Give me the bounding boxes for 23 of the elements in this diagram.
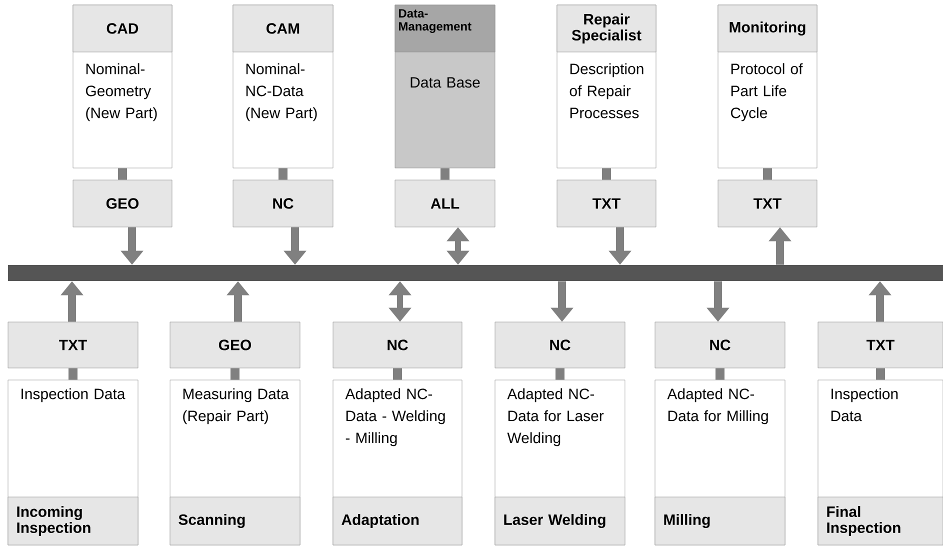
format-box: NC — [332, 322, 462, 368]
format-box: NC — [494, 322, 626, 368]
module-box: Repair Specialist Description of Repair Processes — [556, 4, 656, 168]
format-box: NC — [654, 322, 786, 368]
data-bus-bar — [8, 265, 943, 281]
format-box: TXT — [818, 322, 943, 368]
format-box: TXT — [556, 180, 656, 228]
format-box: GEO — [72, 180, 172, 228]
module-box: Inspection Data Final Inspection — [818, 380, 943, 546]
module-box: Data-Management Data Base — [394, 4, 496, 168]
module-box: Inspection Data Incoming Inspection — [8, 380, 138, 546]
format-box: TXT — [718, 180, 818, 228]
format-box: TXT — [8, 322, 138, 368]
module-box: CAM Nominal-NC-Data (New Part) — [232, 4, 334, 168]
module-box: CAD Nominal-Geometry (New Part) — [72, 4, 172, 168]
format-box: ALL — [394, 180, 496, 228]
module-box: Adapted NC-Data for Milling Milling — [654, 380, 786, 546]
module-box: Measuring Data (Repair Part) Scanning — [170, 380, 300, 546]
module-box: Adapted NC-Data for Laser Welding Laser Welding — [494, 380, 626, 546]
format-box: GEO — [170, 322, 300, 368]
format-box: NC — [232, 180, 334, 228]
module-box: Monitoring Protocol of Part Life Cycle — [718, 4, 818, 168]
module-box: Adapted NC-Data - Welding - Milling Adaptation — [332, 380, 462, 546]
